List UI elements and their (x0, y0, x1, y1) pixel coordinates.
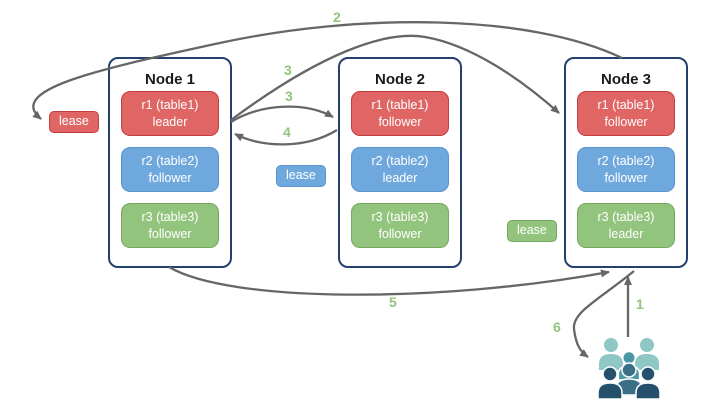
arrow-step-6-node3-to-users (572, 270, 635, 358)
node-3: Node 3 r1 (table1) follower r2 (table2) … (564, 57, 688, 268)
replica-role: follower (604, 170, 648, 185)
replica-role: follower (378, 114, 422, 129)
replica-name: r3 (table3) (597, 210, 655, 225)
step-label-2: 2 (333, 9, 341, 25)
node-2-replica-r3: r3 (table3) follower (351, 203, 449, 248)
step-label-3a: 3 (284, 62, 292, 78)
node-3-replica-r3: r3 (table3) leader (577, 203, 675, 248)
replica-name: r1 (table1) (141, 98, 199, 113)
step-label-5: 5 (389, 294, 397, 310)
replica-name: r1 (table1) (371, 98, 429, 113)
node-1-replica-r1: r1 (table1) leader (121, 91, 219, 136)
replica-role: follower (378, 226, 422, 241)
node-1-replica-r3: r3 (table3) follower (121, 203, 219, 248)
replica-name: r2 (table2) (597, 154, 655, 169)
step-label-1: 1 (636, 296, 644, 312)
node-2: Node 2 r1 (table1) follower r2 (table2) … (338, 57, 462, 268)
step-label-4: 4 (283, 124, 291, 140)
node-1-replica-r2: r2 (table2) follower (121, 147, 219, 192)
arrow-step-5-node1-to-node3 (168, 266, 610, 296)
replica-role: follower (604, 114, 648, 129)
node-3-title: Node 3 (600, 71, 651, 88)
replica-role: leader (382, 170, 418, 185)
node-3-replica-r1: r1 (table1) follower (577, 91, 675, 136)
node-2-replica-r1: r1 (table1) follower (351, 91, 449, 136)
lease-label-table1: lease (49, 111, 99, 133)
lease-label-table2: lease (276, 165, 326, 187)
replica-name: r3 (table3) (371, 210, 429, 225)
node-2-replica-r2: r2 (table2) leader (351, 147, 449, 192)
node-3-replica-r2: r2 (table2) follower (577, 147, 675, 192)
replica-name: r3 (table3) (141, 210, 199, 225)
step-label-3b: 3 (285, 88, 293, 104)
replica-role: follower (148, 170, 192, 185)
node-1-title: Node 1 (144, 71, 195, 88)
node-1: Node 1 r1 (table1) leader r2 (table2) fo… (108, 57, 232, 268)
arrow-step-3-node1-to-node2 (230, 105, 334, 123)
step-label-6: 6 (553, 319, 561, 335)
replica-name: r2 (table2) (141, 154, 199, 169)
replica-name: r1 (table1) (597, 98, 655, 113)
replica-role: leader (152, 114, 188, 129)
replica-role: follower (148, 226, 192, 241)
lease-label-table3: lease (507, 220, 557, 242)
replica-role: leader (608, 226, 644, 241)
replica-name: r2 (table2) (371, 154, 429, 169)
users-icon (597, 338, 661, 400)
node-2-title: Node 2 (374, 71, 425, 88)
